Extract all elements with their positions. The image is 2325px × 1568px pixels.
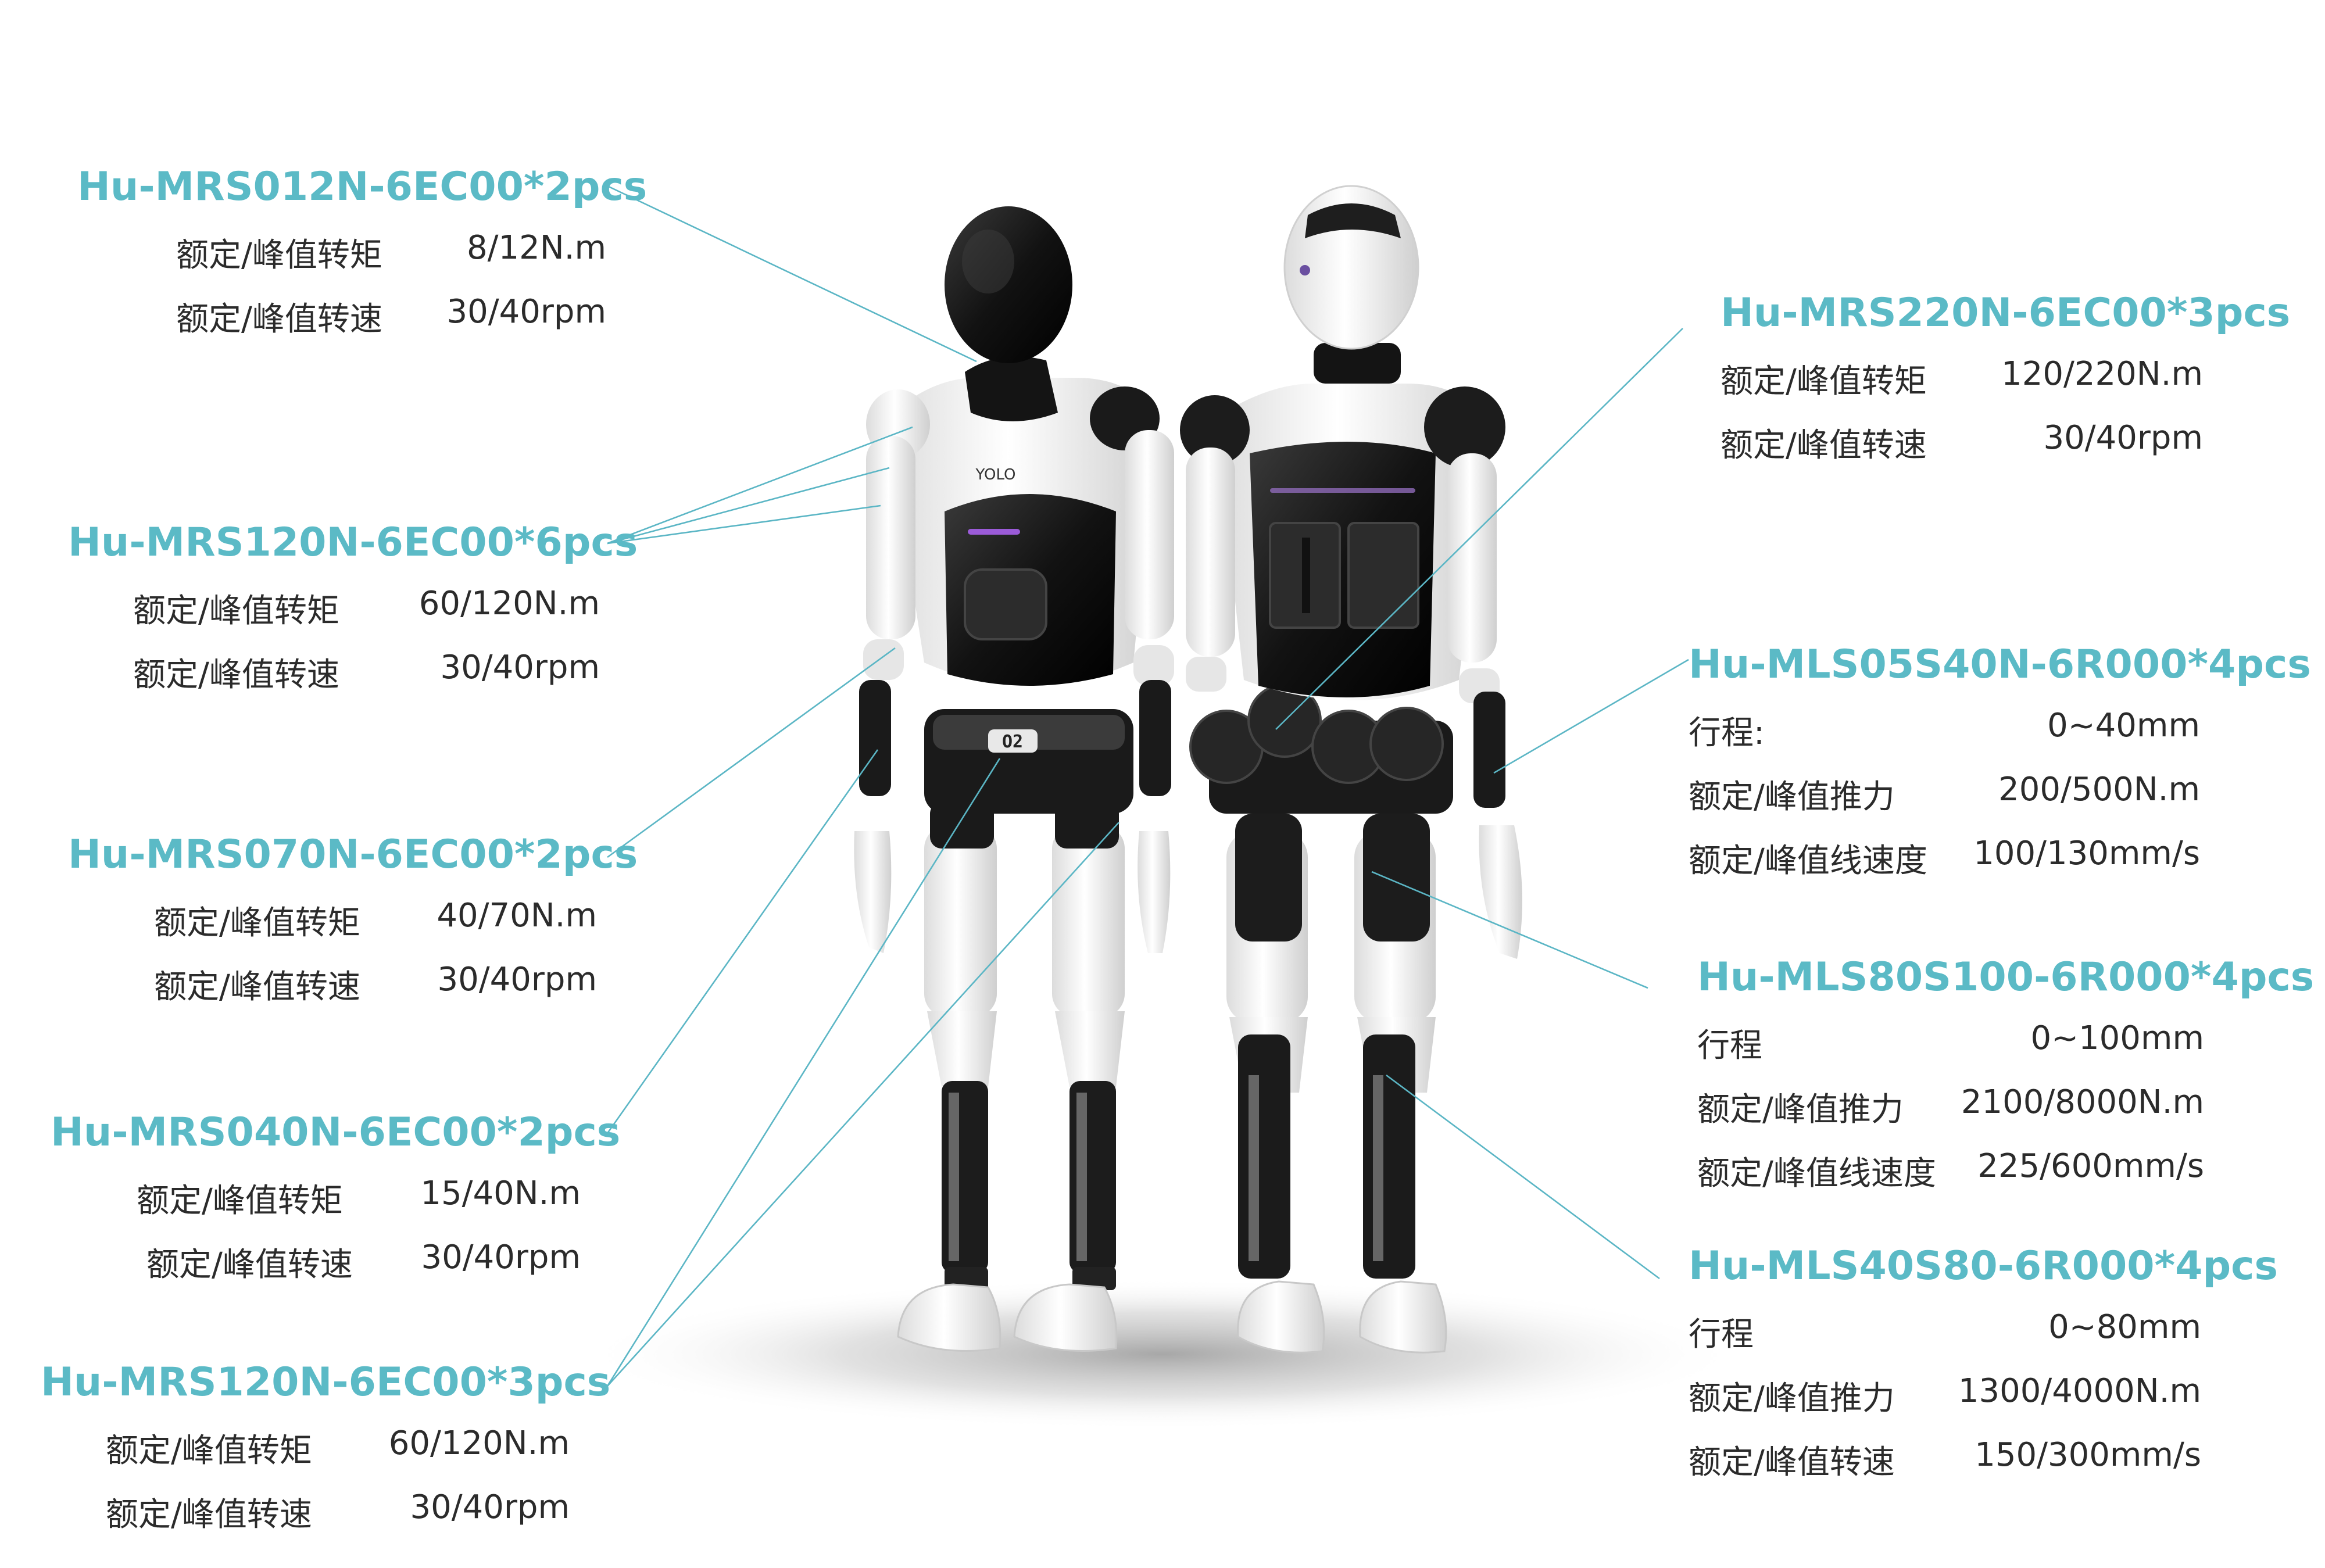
spec-row-speed: 额定/峰值转速 30/40rpm	[1721, 397, 2203, 464]
spec-value: 30/40rpm	[446, 293, 606, 331]
spec-row-thrust: 额定/峰值推力 1300/4000N.m	[1689, 1350, 2201, 1417]
actuator-model-title: Hu-MLS80S100-6R000*4pcs	[1697, 954, 2315, 1000]
motor-spec-3: Hu-MRS040N-6EC00*2pcs 额定/峰值转矩 15/40N.m 额…	[51, 1109, 621, 1284]
spec-value: 8/12N.m	[467, 229, 606, 267]
spec-value: 30/40rpm	[437, 961, 597, 998]
spec-label: 行程:	[1689, 714, 1765, 752]
actuator-spec-0: Hu-MLS05S40N-6R000*4pcs 行程: 0~40mm 额定/峰值…	[1689, 642, 2311, 880]
motor-model-title: Hu-MRS012N-6EC00*2pcs	[77, 164, 648, 210]
spec-row-speed: 额定/峰值转速 30/40rpm	[51, 1216, 581, 1284]
spec-label: 额定/峰值转矩	[176, 237, 382, 274]
spec-label: 行程	[1697, 1027, 1762, 1065]
spec-row-linear-speed: 额定/峰值线速度 225/600mm/s	[1697, 1125, 2204, 1193]
motor-model-title: Hu-MRS120N-6EC00*6pcs	[68, 520, 638, 565]
spec-value: 1300/4000N.m	[1958, 1372, 2201, 1410]
actuator-model-title: Hu-MLS05S40N-6R000*4pcs	[1689, 642, 2311, 688]
leader-lines	[606, 185, 1689, 1387]
spec-label: 额定/峰值转矩	[1721, 363, 1927, 400]
spec-row-torque: 额定/峰值转矩 60/120N.m	[68, 563, 600, 630]
spec-value: 150/300mm/s	[1975, 1436, 2201, 1474]
spec-value: 15/40N.m	[420, 1175, 581, 1212]
motor-spec-1: Hu-MRS120N-6EC00*6pcs 额定/峰值转矩 60/120N.m …	[68, 520, 638, 694]
spec-row-stroke: 行程: 0~40mm	[1689, 685, 2200, 752]
spec-label: 额定/峰值转速	[133, 656, 339, 694]
spec-value: 30/40rpm	[440, 649, 600, 686]
spec-label: 额定/峰值线速度	[1697, 1155, 1936, 1193]
front-robot: O2 YOLO	[854, 206, 1174, 1352]
spec-value: 30/40rpm	[421, 1238, 581, 1276]
spec-row-torque: 额定/峰值转矩 60/120N.m	[41, 1402, 570, 1470]
actuator-spec-2: Hu-MLS40S80-6R000*4pcs 行程 0~80mm 额定/峰值推力…	[1689, 1243, 2278, 1482]
spec-value: 120/220N.m	[2001, 355, 2203, 393]
spec-value: 30/40rpm	[2043, 419, 2203, 457]
spec-value: 200/500N.m	[1998, 771, 2200, 808]
spec-label: 额定/峰值推力	[1689, 778, 1895, 816]
spec-label: 额定/峰值线速度	[1689, 842, 1927, 880]
spec-row-speed: 额定/峰值转速 30/40rpm	[77, 271, 606, 338]
spec-label: 行程	[1689, 1316, 1754, 1354]
spec-value: 60/120N.m	[419, 585, 600, 622]
spec-value: 0~80mm	[2048, 1308, 2201, 1346]
spec-label: 额定/峰值推力	[1689, 1380, 1895, 1417]
spec-row-speed: 额定/峰值转速 30/40rpm	[41, 1466, 570, 1534]
spec-value: 0~100mm	[2030, 1019, 2204, 1057]
spec-row-linear-speed: 额定/峰值线速度 100/130mm/s	[1689, 812, 2200, 880]
spec-value: 100/130mm/s	[1973, 835, 2200, 872]
floor-shadow	[581, 1279, 1744, 1430]
motor-model-title: Hu-MRS040N-6EC00*2pcs	[51, 1109, 621, 1155]
spec-label: 额定/峰值转速	[106, 1496, 312, 1534]
spec-value: 40/70N.m	[437, 897, 597, 935]
spec-label: 额定/峰值转矩	[137, 1182, 343, 1220]
spec-label: 额定/峰值转速	[146, 1246, 353, 1284]
spec-value: 30/40rpm	[410, 1488, 570, 1526]
spec-row-stroke: 行程 0~100mm	[1697, 997, 2204, 1065]
spec-row-stroke: 行程 0~80mm	[1689, 1286, 2201, 1354]
motor-spec-2: Hu-MRS070N-6EC00*2pcs 额定/峰值转矩 40/70N.m 额…	[68, 832, 638, 1007]
motor-spec-4: Hu-MRS120N-6EC00*3pcs 额定/峰值转矩 60/120N.m …	[41, 1359, 611, 1534]
spec-row-torque: 额定/峰值转矩 15/40N.m	[51, 1152, 581, 1220]
spec-value: 0~40mm	[2047, 707, 2200, 744]
motor-model-title: Hu-MRS070N-6EC00*2pcs	[68, 832, 638, 878]
spec-row-speed: 额定/峰值转速 30/40rpm	[68, 939, 597, 1006]
spec-value: 60/120N.m	[388, 1424, 570, 1462]
chest-badge: YOLO	[975, 466, 1016, 484]
spec-value: 225/600mm/s	[1977, 1147, 2204, 1185]
spec-label: 额定/峰值转矩	[154, 904, 360, 942]
spec-value: 2100/8000N.m	[1961, 1083, 2204, 1121]
motor-spec-0: Hu-MRS012N-6EC00*2pcs 额定/峰值转矩 8/12N.m 额定…	[77, 164, 648, 339]
spec-row-torque: 额定/峰值转矩 120/220N.m	[1721, 333, 2203, 400]
back-robot	[1180, 185, 1522, 1354]
spec-row-thrust: 额定/峰值推力 2100/8000N.m	[1697, 1061, 2204, 1129]
spec-label: 额定/峰值转速	[154, 968, 360, 1006]
actuator-model-title: Hu-MLS40S80-6R000*4pcs	[1689, 1243, 2278, 1289]
spec-row-speed: 额定/峰值转速 30/40rpm	[68, 627, 600, 694]
spec-row-thrust: 额定/峰值推力 200/500N.m	[1689, 749, 2200, 816]
spec-label: 额定/峰值转矩	[133, 592, 339, 630]
spec-label: 额定/峰值转速	[1689, 1444, 1895, 1481]
actuator-spec-1: Hu-MLS80S100-6R000*4pcs 行程 0~100mm 额定/峰值…	[1697, 954, 2315, 1193]
motor-spec-5: Hu-MRS220N-6EC00*3pcs 额定/峰值转矩 120/220N.m…	[1721, 290, 2291, 465]
spec-label: 额定/峰值转速	[176, 300, 382, 338]
spec-label: 额定/峰值转速	[1721, 427, 1927, 464]
spec-label: 额定/峰值转矩	[106, 1432, 312, 1470]
spec-row-torque: 额定/峰值转矩 8/12N.m	[77, 207, 606, 274]
motor-model-title: Hu-MRS220N-6EC00*3pcs	[1721, 290, 2291, 336]
hip-badge: O2	[1002, 732, 1023, 752]
motor-model-title: Hu-MRS120N-6EC00*3pcs	[41, 1359, 611, 1405]
spec-row-torque: 额定/峰值转矩 40/70N.m	[68, 875, 597, 942]
spec-label: 额定/峰值推力	[1697, 1091, 1904, 1129]
spec-row-speed: 额定/峰值转速 150/300mm/s	[1689, 1414, 2201, 1481]
